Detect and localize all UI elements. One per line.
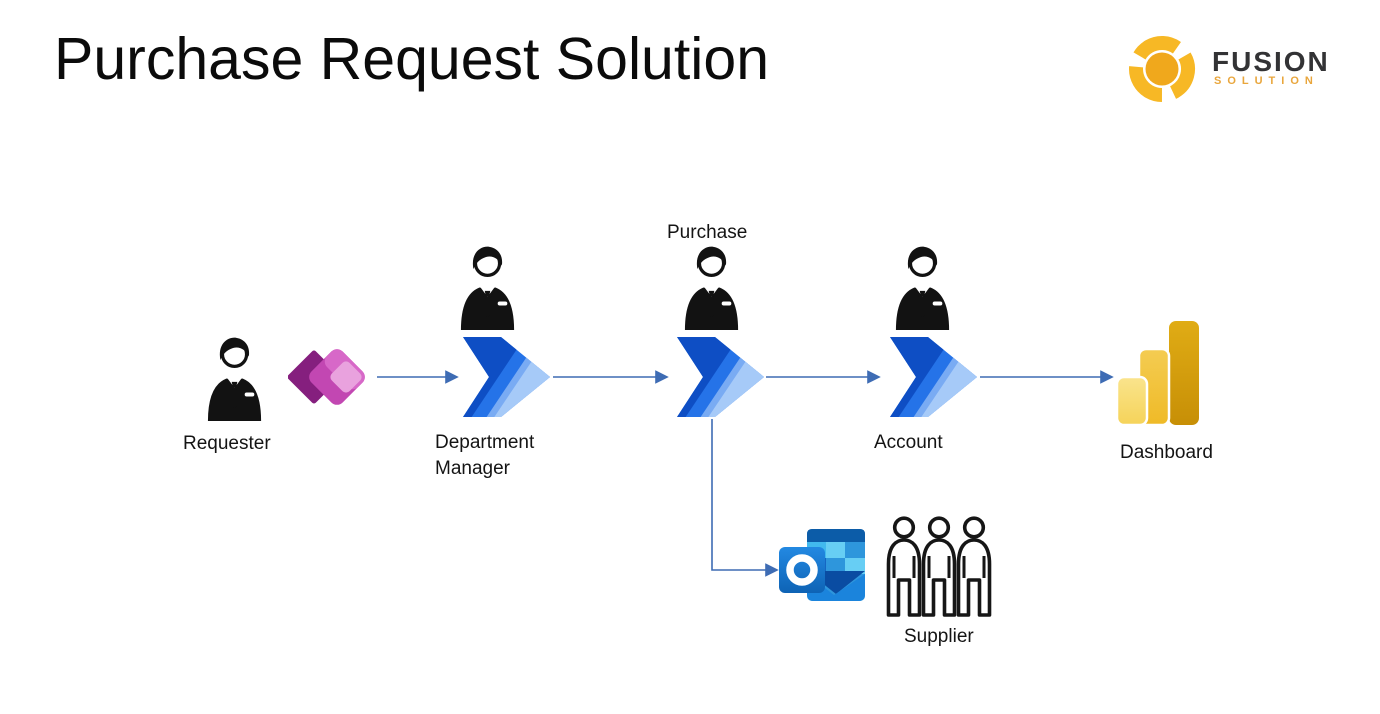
power-automate-icon-department-manager [456, 337, 550, 417]
power-automate-icon-purchase [670, 337, 764, 417]
brand-name: FUSION [1212, 46, 1330, 77]
arrowhead-manager-to-purchase [655, 370, 669, 384]
supplier-people-group-icon [886, 516, 992, 622]
brand-subtitle: SOLUTION [1214, 75, 1319, 87]
fusion-pinwheel-icon [1120, 30, 1204, 110]
power-apps-icon [288, 335, 372, 419]
requester-businessman-icon [206, 334, 264, 421]
power-automate-icon-account [883, 337, 977, 417]
page-title: Purchase Request Solution [54, 26, 770, 92]
dashboard-label: Dashboard [1120, 442, 1213, 463]
department-manager-businessman-icon [459, 243, 517, 330]
outlook-icon [779, 527, 867, 611]
power-bi-icon [1117, 321, 1201, 426]
purchase-businessman-icon [683, 243, 741, 330]
elbow-purchase-to-supplier [711, 419, 766, 571]
fusion-logo: FUSION SOLUTION [1120, 28, 1350, 112]
account-label: Account [874, 432, 943, 453]
department-manager-label: Department Manager [435, 432, 535, 479]
supplier-label: Supplier [904, 626, 974, 647]
purchase-label: Purchase [667, 222, 748, 243]
arrowhead-purchase-to-account [867, 370, 881, 384]
arrowhead-account-to-dashboard [1100, 370, 1114, 384]
requester-label: Requester [183, 433, 271, 454]
arrowhead-purchase-to-supplier [765, 563, 779, 577]
account-businessman-icon [894, 243, 952, 330]
